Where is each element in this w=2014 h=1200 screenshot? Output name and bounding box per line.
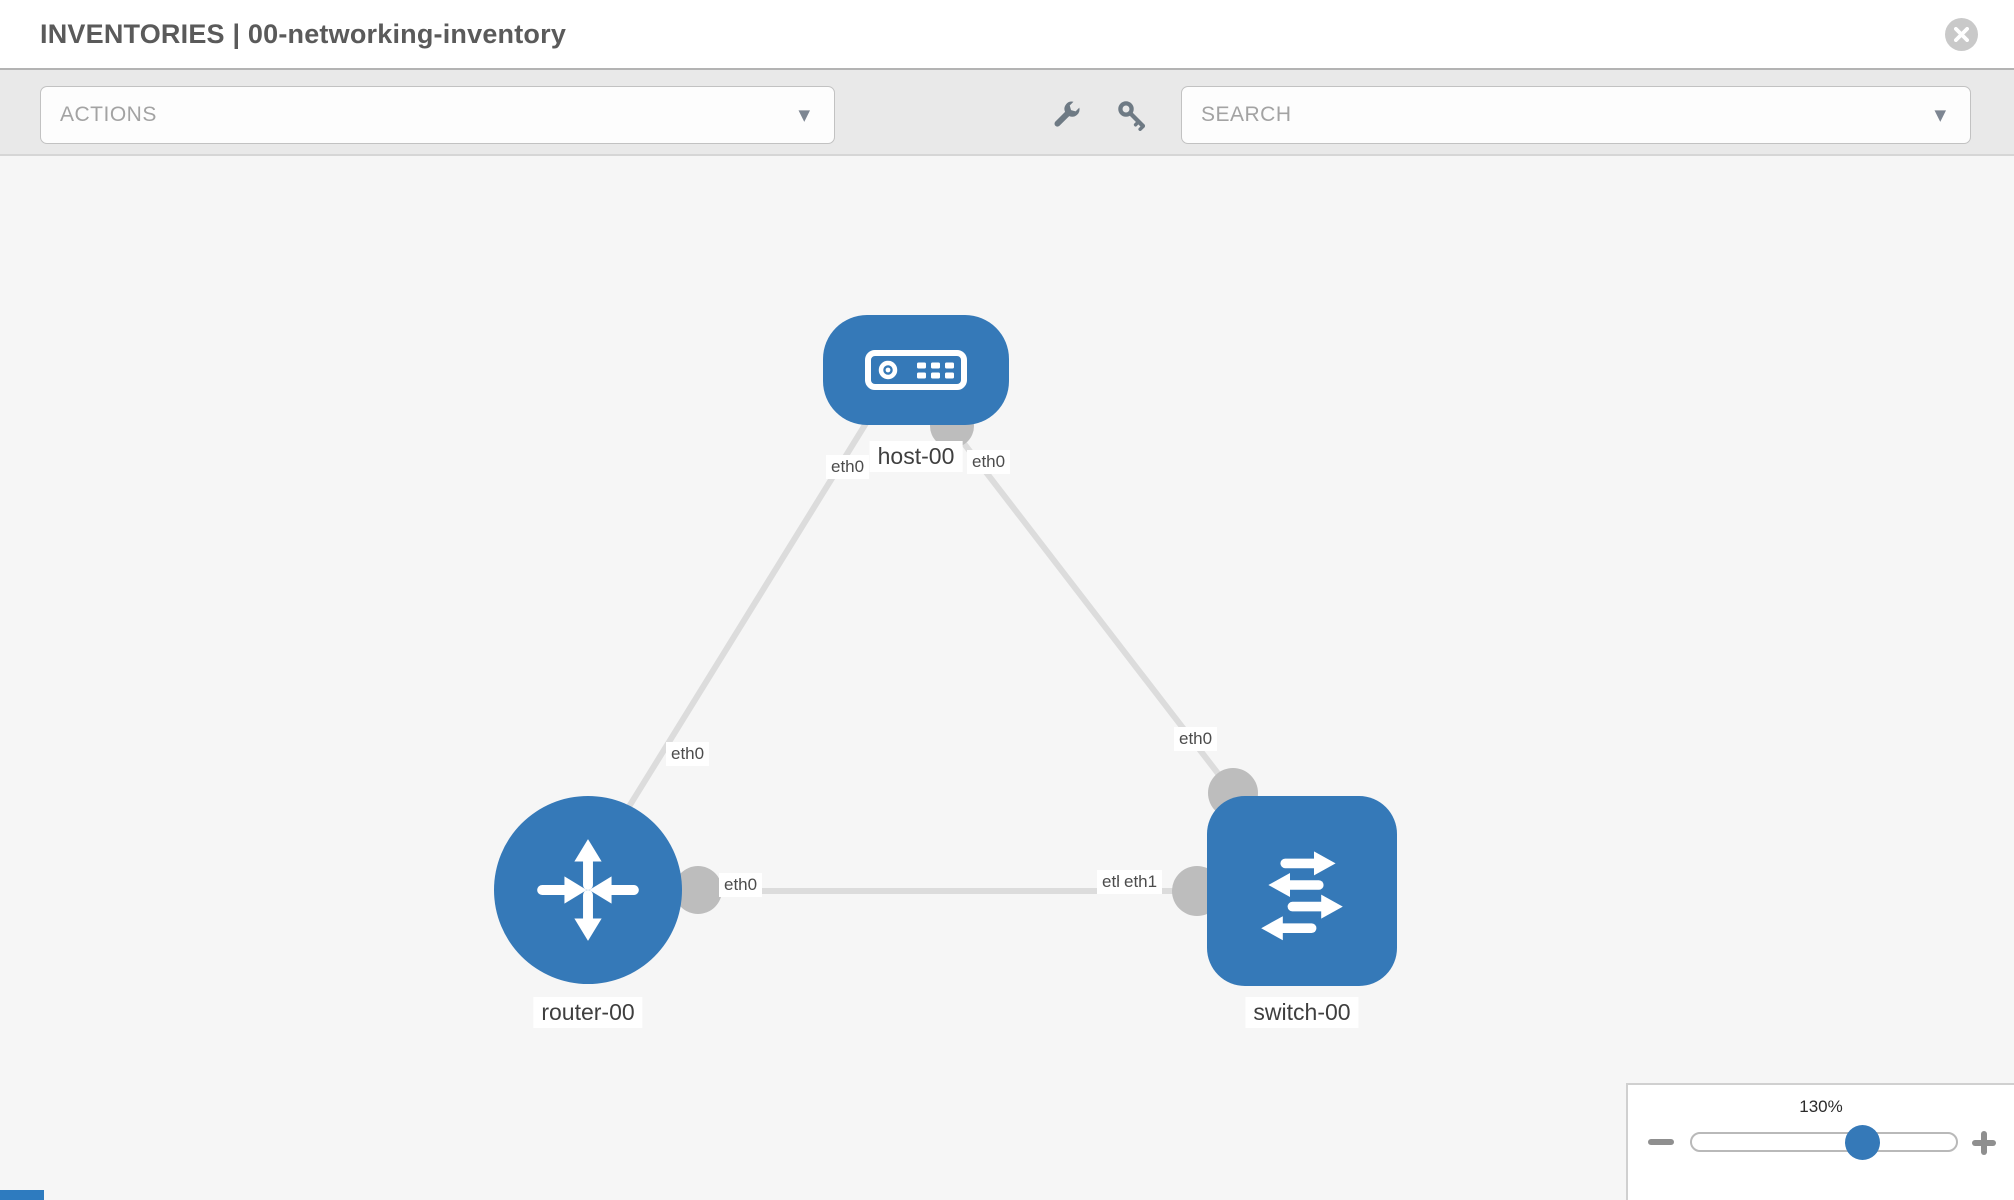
interface-bubble-router[interactable]: [674, 866, 722, 914]
page-title: INVENTORIES | 00-networking-inventory: [40, 19, 567, 49]
chevron-down-icon: ▼: [1934, 106, 1946, 124]
bottom-edge-blue-strip: [0, 1190, 44, 1200]
zoom-out-button[interactable]: [1648, 1139, 1674, 1145]
actions-dropdown-label: ACTIONS: [60, 103, 157, 126]
topology-edges: [619, 417, 1236, 894]
node-label-switch: switch-00: [1245, 997, 1359, 1028]
close-button[interactable]: [1945, 18, 1978, 51]
search-dropdown-label: SEARCH: [1201, 103, 1292, 126]
node-router-00[interactable]: [494, 796, 682, 984]
if-label-host-eth0-right: eth0: [967, 450, 1011, 474]
edge-host-router: [619, 417, 871, 821]
if-label-host-eth0-left: eth0: [826, 455, 870, 479]
node-switch-00[interactable]: [1207, 796, 1397, 986]
router-icon: [537, 839, 639, 941]
zoom-slider-track[interactable]: [1690, 1132, 1958, 1152]
zoom-level-value: 130%: [1799, 1097, 1843, 1116]
panel-header: INVENTORIES | 00-networking-inventory: [0, 0, 2014, 70]
actions-dropdown[interactable]: ACTIONS ▼: [40, 86, 835, 144]
node-label-host: host-00: [869, 441, 963, 472]
if-label-switch-eth0-top: eth0: [1174, 727, 1218, 751]
search-dropdown[interactable]: SEARCH ▼: [1181, 86, 1971, 144]
wrench-icon[interactable]: [1050, 99, 1082, 131]
topology-canvas[interactable]: host-00 router-00 switch-00 eth0 eth0 et…: [0, 158, 2014, 1200]
close-icon: [1954, 27, 1969, 42]
node-label-router: router-00: [533, 997, 643, 1028]
node-host-00[interactable]: [823, 315, 1009, 425]
chevron-down-icon: ▼: [798, 106, 810, 124]
zoom-slider-handle[interactable]: [1845, 1125, 1880, 1160]
if-label-router-eth0-right: eth0: [719, 873, 763, 897]
if-label-router-eth0-top: eth0: [666, 742, 710, 766]
switch-icon: [1261, 851, 1343, 941]
host-icon: [865, 350, 967, 390]
zoom-in-button[interactable]: [1972, 1131, 1996, 1155]
key-icon[interactable]: [1116, 99, 1148, 131]
if-label-switch-eth1-left: eth1: [1119, 870, 1163, 894]
toolbar: ACTIONS ▼ SEARCH ▼: [0, 70, 2014, 156]
